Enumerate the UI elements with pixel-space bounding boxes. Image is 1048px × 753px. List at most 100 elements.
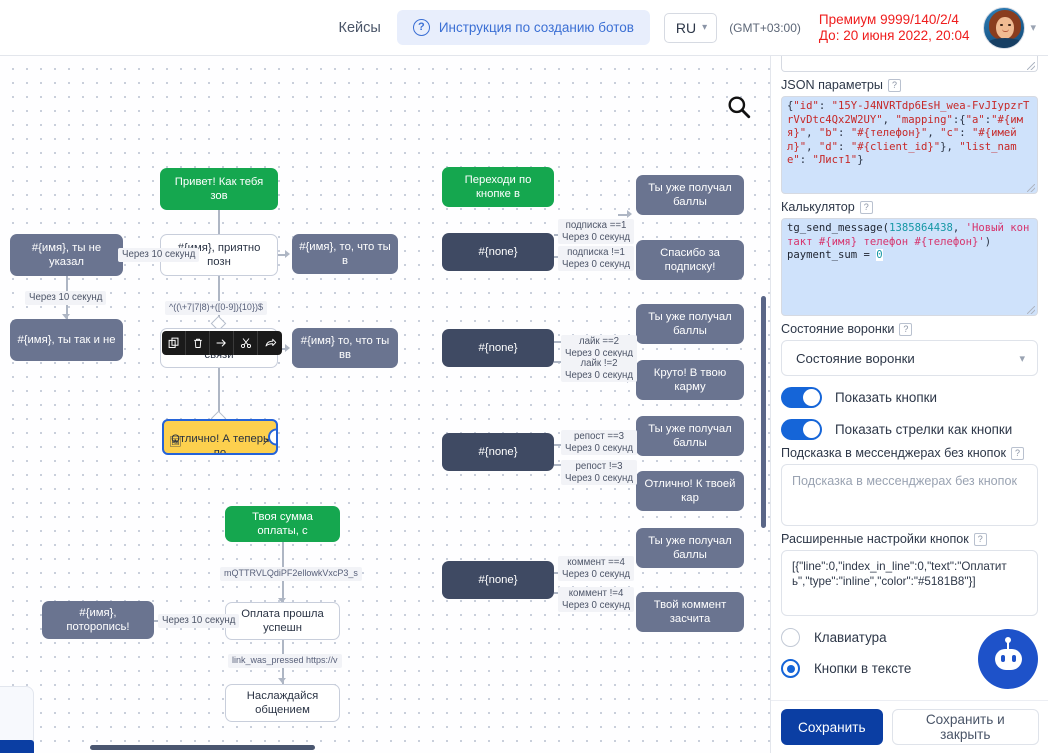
flow-node[interactable]: #{none} [442, 561, 554, 599]
flow-node[interactable]: Ты уже получал баллы [636, 528, 744, 568]
funnel-label-row: Состояние воронки ? [781, 322, 1038, 336]
flow-node[interactable]: Ты уже получал баллы [636, 416, 744, 456]
flow-node[interactable]: Привет! Как тебя зов [160, 168, 278, 210]
flow-node[interactable]: Наслаждайся общением [225, 684, 340, 722]
flow-node-label: Оплата прошла успешн [241, 608, 324, 634]
show-arrows-row: Показать стрелки как кнопки [781, 419, 1038, 440]
search-icon[interactable] [726, 94, 752, 120]
question-circle-icon: ? [412, 19, 430, 36]
flow-canvas[interactable]: Привет! Как тебя зов #{имя}, приятно поз… [0, 56, 770, 753]
external-link-icon: ↗ [261, 437, 270, 448]
user-menu[interactable]: ▾ [983, 6, 1036, 49]
flow-node-label: Отлично! А теперь по [171, 433, 269, 455]
bot-eye-left [1000, 654, 1005, 662]
show-arrows-toggle[interactable] [781, 419, 822, 440]
delete-icon[interactable] [186, 331, 210, 355]
funnel-select[interactable]: Состояние воронки ▾ [781, 340, 1038, 376]
hint-label-row: Подсказка в мессенджерах без кнопок ? [781, 446, 1038, 460]
flow-node[interactable]: #{имя} то, что ты вв [292, 328, 398, 368]
flow-edge-label: лайк ==2 Через 0 секунд [561, 335, 638, 360]
flow-node[interactable]: #{имя}, ты не указал [10, 234, 123, 276]
arrow-right-icon[interactable] [210, 331, 234, 355]
resize-grip-icon[interactable] [1027, 184, 1035, 192]
flow-edge [218, 276, 220, 324]
help-icon[interactable]: ? [899, 322, 913, 336]
flow-node[interactable]: Твоя сумма оплаты, с [225, 506, 340, 542]
json-params-label: JSON параметры [781, 78, 883, 92]
flow-node[interactable]: #{имя}, поторопись! [42, 601, 154, 639]
help-icon[interactable]: ? [1011, 446, 1024, 460]
resize-grip-icon[interactable] [1027, 62, 1035, 70]
flow-node[interactable]: Отлично! К твоей кар [636, 471, 744, 511]
flow-node-selected[interactable]: Отлично! А теперь по 🖼 ↗ [162, 419, 278, 455]
calculator-input[interactable]: tg_send_message(1385864438, 'Новый конта… [781, 218, 1038, 316]
flow-node-label: #{none} [478, 446, 518, 458]
flow-node-label: #{имя} то, что ты вв [300, 335, 390, 361]
save-and-close-button[interactable]: Сохранить и закрыть [891, 709, 1039, 745]
show-buttons-toggle[interactable] [781, 387, 822, 408]
hint-textarea[interactable]: Подсказка в мессенджерах без кнопок [781, 464, 1038, 526]
flow-node-label: #{none} [478, 342, 518, 354]
save-button[interactable]: Сохранить [781, 709, 883, 745]
premium-line-1: Премиум 9999/140/2/4 [818, 11, 959, 27]
flow-edge-label: Через 10 секунд [25, 291, 107, 305]
flow-edge-label: репост ==3 Через 0 секунд [561, 430, 638, 455]
flow-arrowhead [278, 598, 286, 603]
flow-edge [618, 214, 630, 216]
avatar[interactable] [983, 6, 1026, 49]
flow-node[interactable]: Круто! В твою карму [636, 360, 744, 400]
avatar-smile [1002, 29, 1010, 32]
node-toolbar[interactable] [162, 331, 282, 355]
resize-grip-icon[interactable] [1027, 306, 1035, 314]
flow-edge [554, 464, 564, 466]
hint-label: Подсказка в мессенджерах без кнопок [781, 446, 1006, 460]
flow-node[interactable]: Оплата прошла успешн [225, 602, 340, 640]
json-params-input[interactable]: {"id": "15Y-J4NVRTdp6EsH_wea-FvJIypzrTrV… [781, 96, 1038, 194]
flow-node[interactable]: Ты уже получал баллы [636, 304, 744, 344]
bot-antenna [1007, 640, 1009, 649]
button-config-textarea[interactable]: [{"line":0,"index_in_line":0,"text":"Опл… [781, 550, 1038, 616]
instruction-button[interactable]: ? Инструкция по созданию ботов [396, 10, 650, 45]
panel-scroll-area[interactable]: JSON параметры ? {"id": "15Y-J4NVRTdp6Es… [771, 56, 1048, 700]
instruction-label: Инструкция по созданию ботов [438, 20, 634, 35]
cut-icon[interactable] [234, 331, 258, 355]
flow-edge [218, 368, 220, 418]
chevron-down-icon: ▾ [1019, 352, 1025, 365]
radio-keyboard[interactable] [781, 628, 800, 647]
canvas-vertical-scrollbar[interactable] [761, 296, 766, 528]
canvas-horizontal-scrollbar[interactable] [90, 745, 315, 750]
flow-node[interactable]: #{none} [442, 433, 554, 471]
flow-node[interactable]: Спасибо за подписку! [636, 240, 744, 280]
copy-icon[interactable] [162, 331, 186, 355]
flow-node[interactable]: Переходи по кнопке в [442, 167, 554, 207]
help-icon[interactable]: ? [888, 78, 901, 92]
flow-node[interactable]: #{имя}, то, что ты в [292, 234, 398, 274]
flow-edge [554, 444, 564, 446]
flow-node[interactable]: Твой коммент засчита [636, 592, 744, 632]
help-icon[interactable]: ? [973, 532, 987, 546]
flow-node-label: #{имя}, ты не указал [31, 242, 102, 268]
nav-cases[interactable]: Кейсы [338, 19, 381, 36]
flow-node[interactable]: #{имя}, ты так и не [10, 319, 123, 361]
timezone-label: (GMT+03:00) [729, 20, 801, 35]
bot-head [994, 636, 1022, 670]
help-icon[interactable]: ? [859, 200, 873, 214]
show-buttons-label: Показать кнопки [835, 390, 937, 405]
show-arrows-label: Показать стрелки как кнопки [835, 422, 1013, 437]
previous-field-textarea[interactable] [781, 56, 1038, 72]
flow-node-label: Спасибо за подписку! [660, 247, 720, 273]
panel-footer: Сохранить Сохранить и закрыть [771, 700, 1048, 753]
calculator-assignment: payment_sum = [787, 249, 877, 262]
funnel-label: Состояние воронки [781, 322, 895, 336]
language-select[interactable]: RU ▾ [663, 12, 718, 43]
node-connect-handle[interactable] [268, 428, 276, 446]
avatar-eye-right [1008, 23, 1011, 26]
share-icon[interactable] [258, 331, 282, 355]
flow-node[interactable]: #{none} [442, 329, 554, 367]
flow-edge-label: ^((\+7|7|8)+([0-9]){10})$ [165, 301, 267, 315]
radio-inline[interactable] [781, 659, 800, 678]
chatbot-icon[interactable] [978, 629, 1038, 689]
flow-edge [554, 361, 564, 363]
flow-node[interactable]: Ты уже получал баллы [636, 175, 744, 215]
flow-node[interactable]: #{none} [442, 233, 554, 271]
